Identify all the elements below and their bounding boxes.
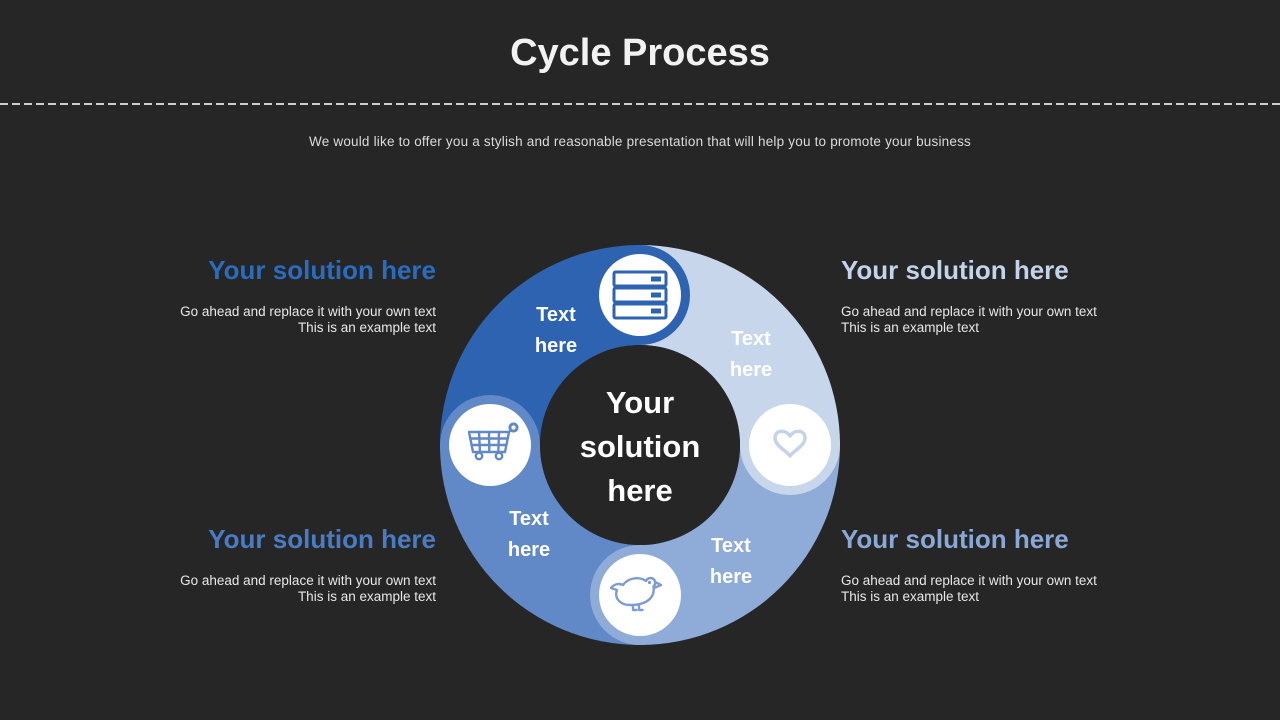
segment-label-line: here bbox=[534, 335, 578, 357]
solution-body: Go ahead and replace it with your own te… bbox=[136, 573, 436, 604]
segment-label-line: Text bbox=[536, 304, 576, 326]
segment-label-bottom-left: Text here bbox=[508, 504, 550, 566]
solution-body-line: Go ahead and replace it with your own te… bbox=[180, 573, 436, 588]
solution-body-line: This is an example text bbox=[841, 588, 980, 604]
segment-label-top-left: Text here bbox=[535, 300, 577, 362]
solution-body-line: Go ahead and replace it with your own te… bbox=[180, 304, 436, 319]
solution-body-line: This is an example text bbox=[297, 319, 436, 335]
solution-body: Go ahead and replace it with your own te… bbox=[841, 573, 1141, 604]
page-title: Cycle Process bbox=[510, 32, 770, 74]
server-icon bbox=[612, 270, 668, 320]
slide-subtitle: We would like to offer you a stylish and… bbox=[309, 134, 971, 149]
segment-label-line: here bbox=[729, 359, 773, 381]
solution-body-line: This is an example text bbox=[841, 319, 980, 335]
center-label-line: Your bbox=[605, 385, 675, 420]
solution-block-bottom-left: Your solution here Go ahead and replace … bbox=[136, 522, 436, 604]
segment-label-line: here bbox=[507, 539, 551, 561]
segment-label-top-right: Text here bbox=[730, 324, 772, 386]
solution-block-bottom-right: Your solution here Go ahead and replace … bbox=[841, 522, 1141, 604]
solution-block-top-left: Your solution here Go ahead and replace … bbox=[136, 253, 436, 335]
segment-label-bottom-right: Text here bbox=[710, 531, 752, 593]
center-label-line: here bbox=[607, 473, 673, 508]
right-node-circle bbox=[749, 404, 831, 486]
solution-body-line: This is an example text bbox=[297, 588, 436, 604]
heart-icon bbox=[773, 429, 807, 458]
segment-label-line: Text bbox=[509, 508, 549, 530]
solution-block-top-right: Your solution here Go ahead and replace … bbox=[841, 253, 1141, 335]
solution-body: Go ahead and replace it with your own te… bbox=[841, 304, 1141, 335]
segment-label-line: Text bbox=[711, 535, 751, 557]
cart-icon bbox=[467, 422, 519, 461]
solution-heading: Your solution here bbox=[208, 524, 436, 554]
solution-heading: Your solution here bbox=[841, 255, 1069, 285]
center-circle bbox=[540, 345, 740, 545]
segment-label-line: here bbox=[709, 566, 753, 588]
solution-body-line: Go ahead and replace it with your own te… bbox=[841, 573, 1097, 588]
center-label-line: solution bbox=[579, 429, 701, 464]
dashed-divider bbox=[0, 103, 1280, 105]
bird-icon bbox=[609, 576, 663, 612]
solution-heading: Your solution here bbox=[841, 524, 1069, 554]
solution-body: Go ahead and replace it with your own te… bbox=[136, 304, 436, 335]
center-label: Your solution here bbox=[580, 381, 701, 513]
solution-heading: Your solution here bbox=[208, 255, 436, 285]
bottom-node-circle bbox=[599, 554, 681, 636]
segment-label-line: Text bbox=[731, 328, 771, 350]
solution-body-line: Go ahead and replace it with your own te… bbox=[841, 304, 1097, 319]
cycle-diagram bbox=[440, 245, 840, 645]
